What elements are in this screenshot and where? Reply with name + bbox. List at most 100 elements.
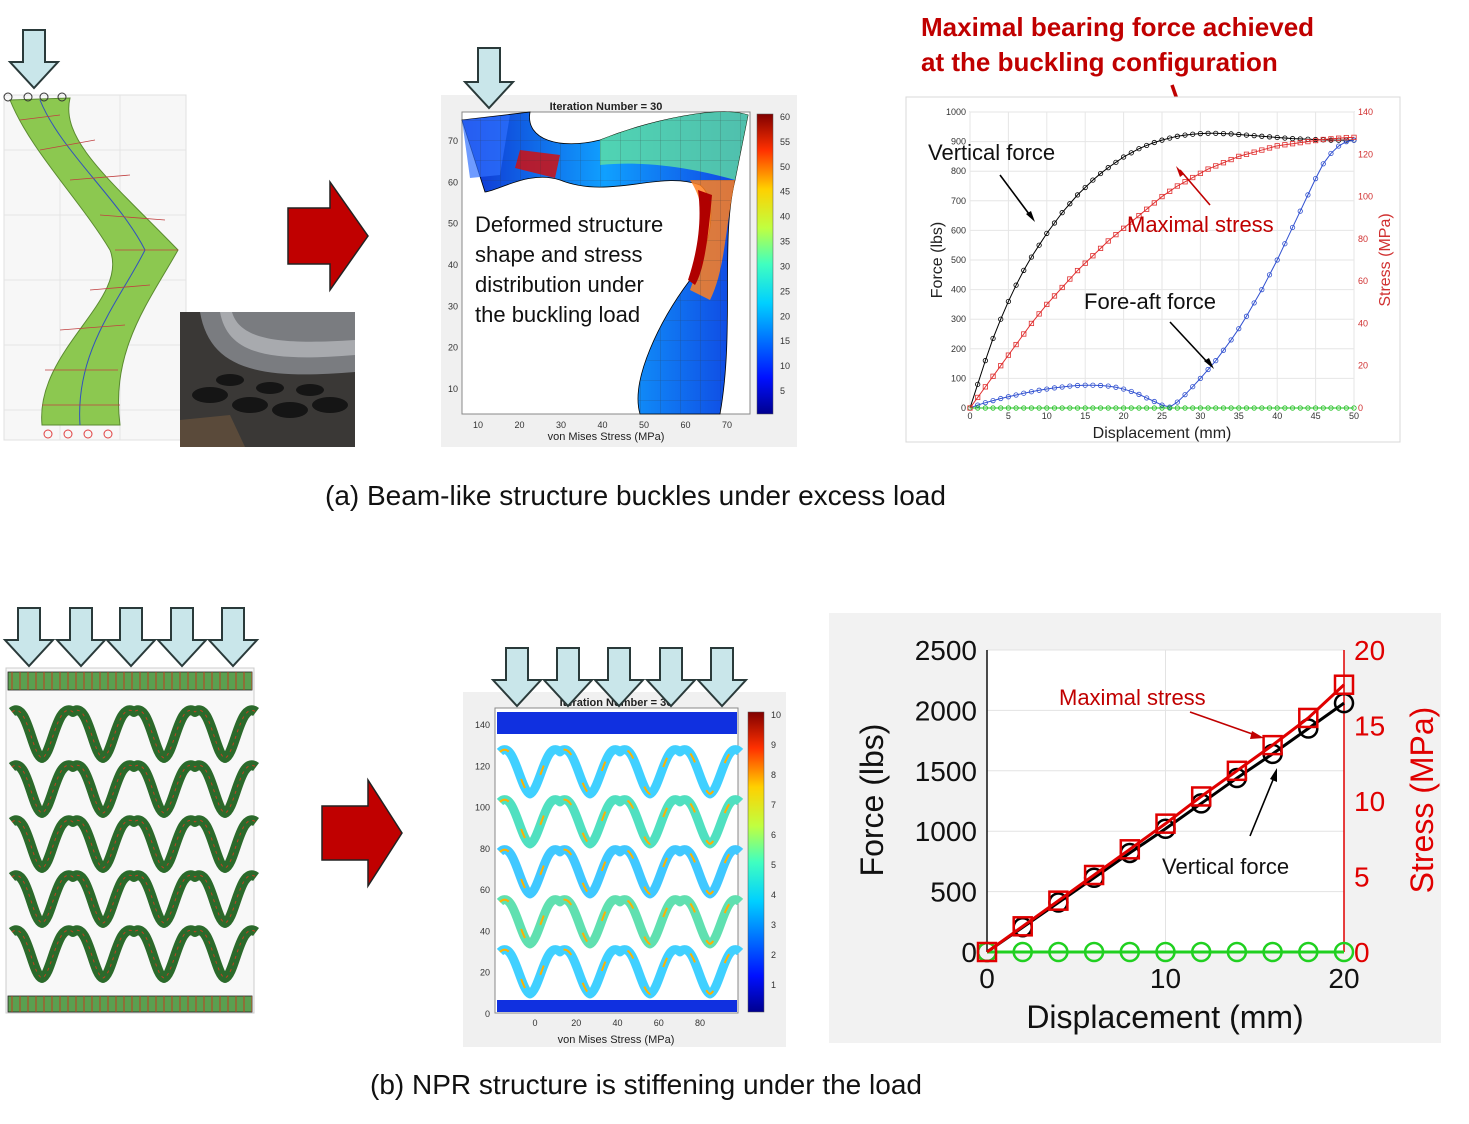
- fem-plot-a: Iteration Number = 30 510152025303540455…: [441, 47, 797, 447]
- data-point: [1021, 390, 1027, 396]
- fem-b-x-tick: 60: [654, 1018, 664, 1028]
- data-point: [1113, 232, 1119, 238]
- data-point: [1012, 941, 1033, 963]
- data-point: [1051, 385, 1058, 391]
- data-point: [1090, 382, 1096, 388]
- data-point: [1266, 272, 1273, 278]
- data-point: [1236, 153, 1242, 159]
- data-point: [1213, 163, 1219, 169]
- data-point: [1282, 142, 1288, 148]
- data-point: [1074, 405, 1081, 411]
- data-point: [1333, 674, 1355, 695]
- npr-wave-row: [8, 705, 259, 763]
- y2-tick-label: 15: [1354, 711, 1385, 742]
- caption-b: (b) NPR structure is stiffening under th…: [370, 1069, 922, 1100]
- data-point: [1128, 219, 1134, 225]
- y-tick-label: 200: [951, 344, 966, 354]
- data-point: [1144, 405, 1150, 411]
- data-point: [1128, 405, 1134, 411]
- data-point: [1021, 331, 1027, 337]
- data-point: [1220, 160, 1227, 166]
- data-point: [1074, 267, 1081, 274]
- data-point: [1174, 133, 1180, 139]
- data-point: [1005, 298, 1012, 305]
- y2-tick-label: 120: [1358, 149, 1373, 159]
- load-arrow-a: [7, 29, 61, 90]
- data-point: [1313, 176, 1319, 182]
- fem-a-annotation: Deformed structure shape and stress dist…: [475, 212, 669, 327]
- colorbar-a-tick: 35: [780, 237, 790, 247]
- fem-a-x-tick: 10: [473, 420, 483, 430]
- data-point: [1228, 405, 1234, 411]
- data-point: [998, 316, 1004, 322]
- data-point: [1226, 941, 1248, 963]
- y-tick-label: 100: [951, 373, 966, 383]
- y2-tick-label: 5: [1354, 862, 1370, 893]
- x-tick-label: 20: [1328, 963, 1359, 994]
- data-point: [1320, 136, 1326, 143]
- data-point: [998, 395, 1004, 402]
- data-point: [1082, 184, 1088, 191]
- data-point: [1082, 260, 1088, 266]
- data-point: [1059, 384, 1065, 390]
- colorbar-a-tick: 5: [780, 386, 785, 396]
- y-tick-label: 0: [961, 937, 977, 968]
- colorbar-a-tick: 25: [780, 286, 790, 296]
- fem-b-y-tick: 0: [485, 1009, 490, 1019]
- colorbar-a-tick: 55: [780, 137, 790, 147]
- data-point: [1289, 141, 1296, 147]
- data-point: [1113, 405, 1119, 411]
- y-tick-label: 500: [930, 877, 977, 908]
- data-point: [1213, 405, 1219, 411]
- data-point: [1236, 326, 1242, 332]
- data-point: [1289, 224, 1296, 231]
- x-tick-label: 0: [967, 411, 972, 421]
- data-point: [1228, 337, 1234, 343]
- data-point: [1083, 941, 1105, 963]
- data-point: [1190, 786, 1212, 807]
- tire-photo: [180, 312, 355, 447]
- data-point: [1051, 405, 1058, 411]
- data-point: [1205, 405, 1211, 411]
- data-point: [1351, 134, 1357, 140]
- data-point: [1297, 140, 1303, 146]
- beam-model-a: [3, 92, 187, 441]
- data-point: [1155, 813, 1176, 834]
- data-point: [1243, 151, 1250, 157]
- data-point: [1313, 137, 1319, 144]
- data-point: [1205, 130, 1211, 136]
- data-point: [1097, 245, 1104, 251]
- y2-tick-label: 100: [1358, 192, 1373, 202]
- load-arrow-fem-a: [462, 47, 516, 110]
- y2-tick-label: 40: [1358, 318, 1368, 328]
- data-point: [1136, 405, 1142, 411]
- data-point: [1297, 208, 1303, 214]
- y-tick-label: 1000: [915, 816, 977, 847]
- data-point: [1262, 734, 1283, 756]
- data-point: [1036, 405, 1042, 411]
- data-point: [1167, 405, 1173, 411]
- transition-arrow-b: [321, 777, 403, 889]
- data-point: [1228, 156, 1234, 163]
- data-point: [1059, 405, 1065, 411]
- fem-b-wave-row: [496, 795, 744, 849]
- data-point: [1121, 386, 1127, 392]
- data-point: [975, 402, 981, 408]
- fem-a-y-tick: 70: [448, 136, 458, 146]
- y2-tick-label: 20: [1354, 635, 1385, 666]
- data-point: [1259, 133, 1265, 139]
- colorbar-a-tick: 40: [780, 212, 790, 222]
- data-point: [1190, 405, 1196, 411]
- y-tick-label: 300: [951, 314, 966, 324]
- fem-a-x-tick: 50: [639, 420, 649, 430]
- npr-wave-row: [8, 870, 259, 928]
- data-point: [1182, 405, 1188, 411]
- x-tick-label: 25: [1157, 411, 1167, 421]
- data-point: [982, 400, 988, 406]
- data-point: [1151, 139, 1157, 146]
- fem-b-y-tick: 120: [475, 761, 490, 771]
- data-point: [1174, 399, 1180, 405]
- data-point: [1266, 134, 1273, 140]
- data-point: [1074, 382, 1081, 389]
- y-tick-label: 800: [951, 166, 966, 176]
